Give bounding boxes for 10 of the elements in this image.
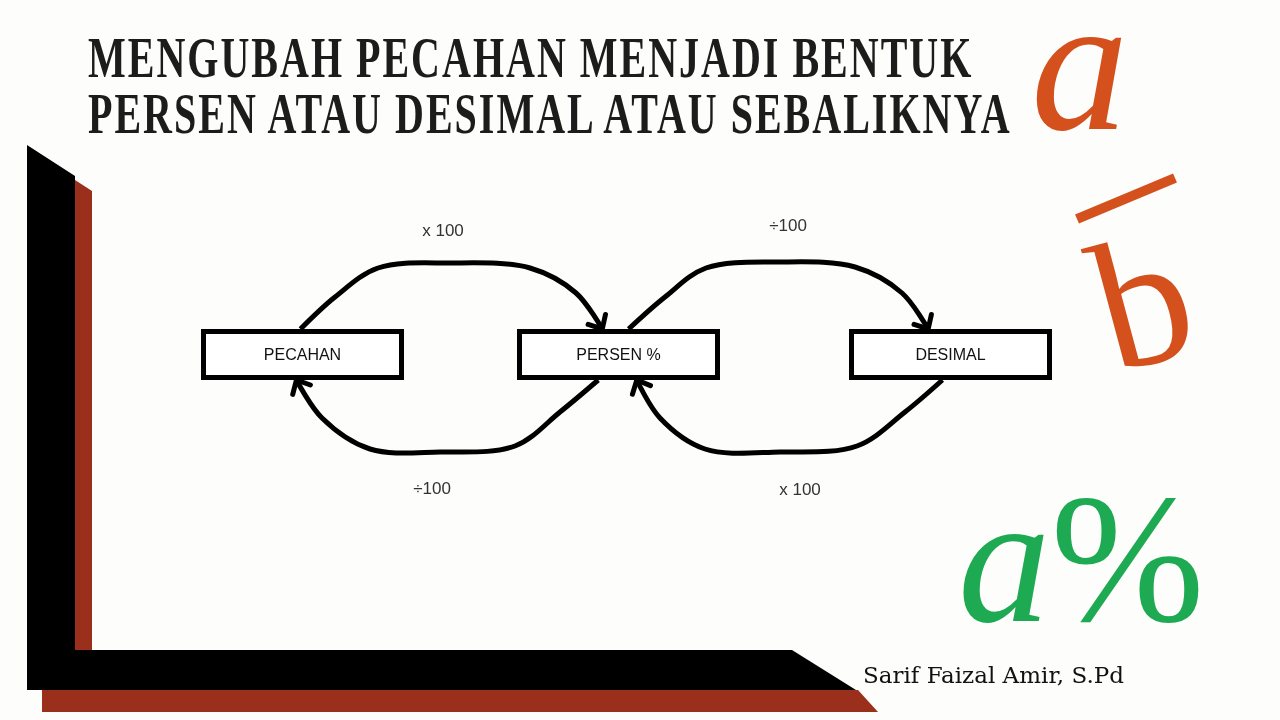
term-box xyxy=(849,329,1052,380)
term-label: PERSEN % xyxy=(576,345,661,364)
term-label: DESIMAL xyxy=(915,345,986,364)
title: MENGUBAH PECAHAN MENJADI BENTUK PERSEN ATAU DESIMAL ATAU SEBALIKNYA xyxy=(88,29,1013,143)
author-name: Sarif Faizal Amir, S.Pd xyxy=(863,661,1124,690)
term-label: PECAHAN xyxy=(263,345,342,364)
term-box xyxy=(201,329,404,380)
fraction-denominator: b xyxy=(1080,222,1206,381)
percent-expression: a% xyxy=(958,490,1205,629)
term-box xyxy=(517,329,720,380)
